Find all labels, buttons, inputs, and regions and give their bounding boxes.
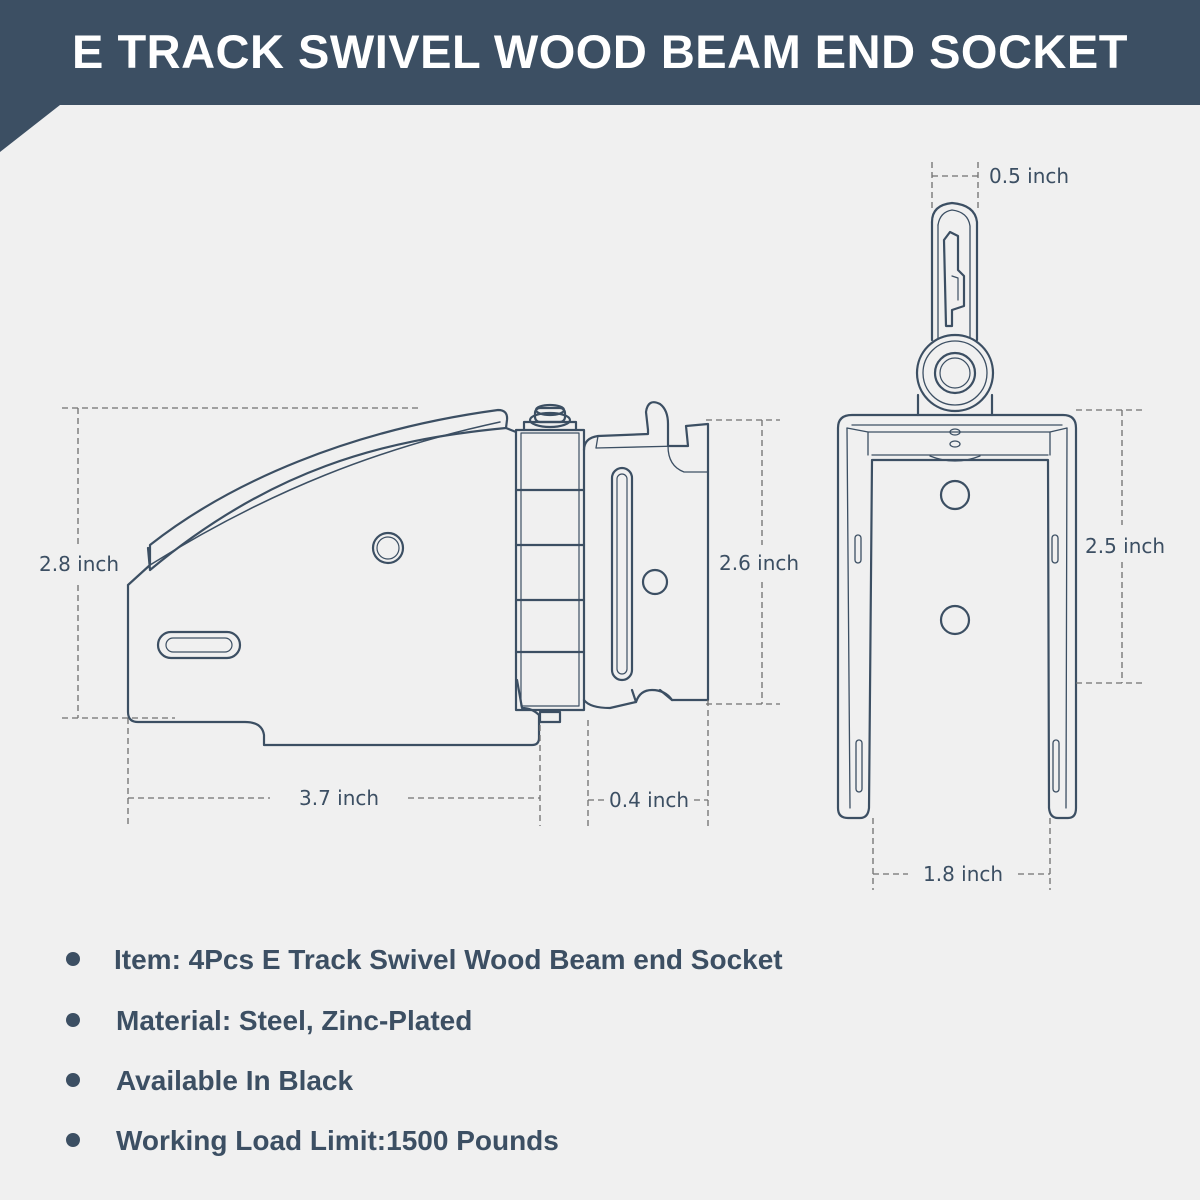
list-item: Available In Black [0,1059,1200,1099]
front-view-bracket [836,413,1078,820]
header-banner: E TRACK SWIVEL WOOD BEAM END SOCKET [0,0,1200,160]
dim-label-front-height: 2.5 inch [1082,534,1169,558]
side-view-hinge-barrel [514,403,586,724]
bullet-icon [66,1073,80,1087]
dim-label-socket-height: 2.6 inch [716,551,803,575]
dim-label-socket-depth: 0.4 inch [606,788,693,812]
dim-label-side-length: 3.7 inch [296,786,383,810]
list-item: Working Load Limit:1500 Pounds [0,1119,1200,1159]
dim-label-top-width: 0.5 inch [986,164,1073,188]
spec-text: Material: Steel, Zinc-Plated [116,1005,473,1036]
dimension-lines [62,162,1146,890]
bullet-icon [66,1133,80,1147]
list-item: Item: 4Pcs E Track Swivel Wood Beam end … [0,938,1200,978]
front-view-fitting [915,201,995,417]
dim-label-side-height: 2.8 inch [36,552,123,576]
spec-text: Available In Black [116,1065,354,1096]
dim-label-front-width: 1.8 inch [920,862,1007,886]
header-banner-shape [0,0,1200,152]
spec-text: Item: 4Pcs E Track Swivel Wood Beam end … [114,944,783,975]
page-title: E TRACK SWIVEL WOOD BEAM END SOCKET [72,25,1128,78]
side-view-body [126,408,541,747]
bullet-icon [66,952,80,966]
list-item: Material: Steel, Zinc-Plated [0,999,1200,1039]
side-view-track-fitting [582,401,710,710]
bullet-icon [66,1013,80,1027]
spec-text: Working Load Limit:1500 Pounds [116,1125,559,1156]
